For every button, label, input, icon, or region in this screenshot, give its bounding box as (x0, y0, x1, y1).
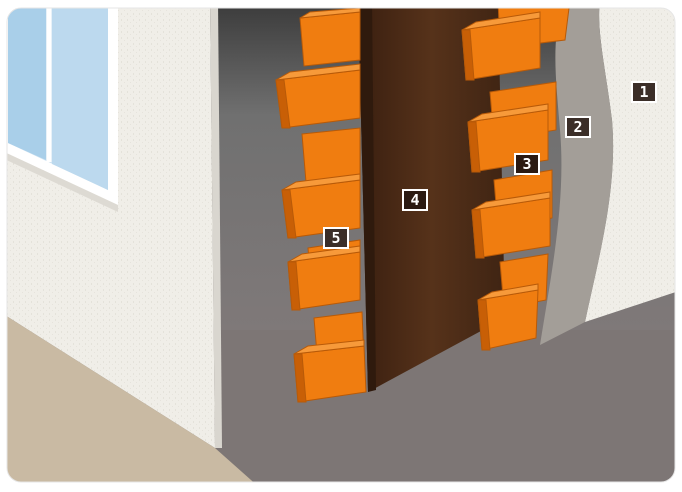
layer-label-5: 5 (323, 227, 349, 249)
layer-label-1: 1 (631, 81, 657, 103)
layer-label-3: 3 (514, 153, 540, 175)
layer-label-4: 4 (402, 189, 428, 211)
layer-label-2: 2 (565, 116, 591, 138)
